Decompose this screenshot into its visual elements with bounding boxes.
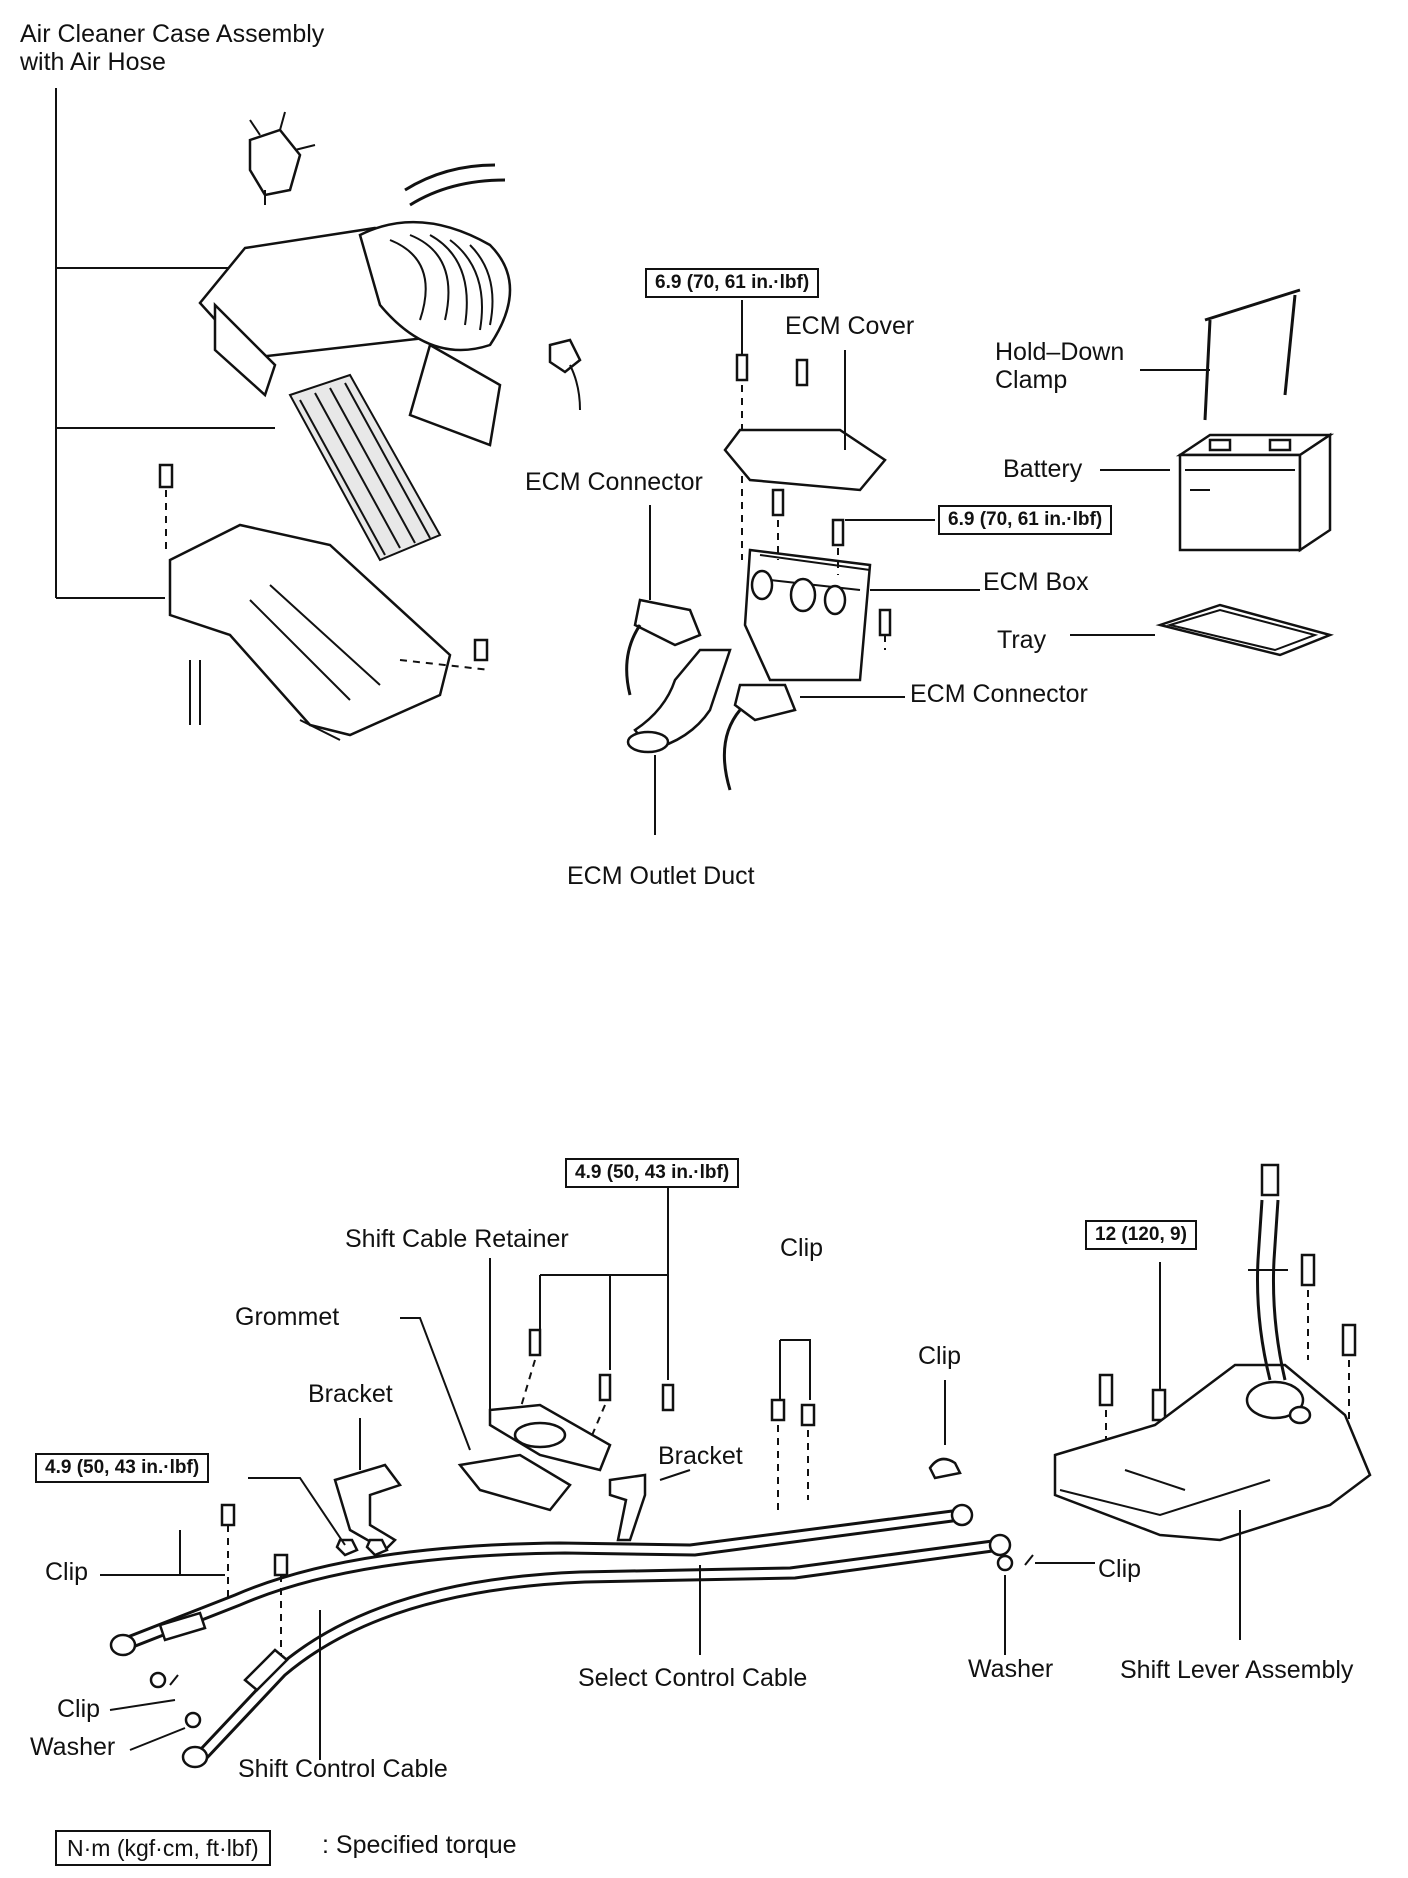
ecm-box-torque-spec: 6.9 (70, 61 in.·lbf) (938, 505, 1113, 535)
retainer-torque-spec: 4.9 (50, 43 in.·lbf) (565, 1158, 740, 1188)
clip-left-label: Clip (45, 1558, 89, 1586)
ecm-drawing (625, 300, 980, 835)
select-control-cable-label: Select Control Cable (578, 1664, 808, 1692)
air-cleaner-drawing (55, 88, 582, 741)
washer-right-label: Washer (968, 1655, 1054, 1683)
bracket-right-label: Bracket (658, 1442, 743, 1470)
ecm-cover-torque-spec: 6.9 (70, 61 in.·lbf) (645, 268, 820, 298)
clip-bottom-left-label: Clip (57, 1695, 101, 1723)
ecm-connector-left-label: ECM Connector (525, 468, 703, 496)
bracket-torque-spec: 4.9 (50, 43 in.·lbf) (35, 1453, 210, 1483)
grommet-label: Grommet (235, 1303, 340, 1331)
shift-lever-torque-spec: 12 (120, 9) (1085, 1220, 1197, 1250)
clip-right-upper-label: Clip (918, 1342, 962, 1370)
tray-label: Tray (997, 626, 1047, 654)
battery-drawing (1070, 288, 1335, 657)
ecm-connector-right-label: ECM Connector (910, 680, 1088, 708)
clip-right-label: Clip (1098, 1555, 1142, 1583)
ecm-cover-label: ECM Cover (785, 312, 915, 340)
shift-assembly-drawing (100, 1163, 1372, 1769)
ecm-box-label: ECM Box (983, 568, 1089, 596)
shift-control-cable-label: Shift Control Cable (238, 1755, 448, 1783)
bracket-left-label: Bracket (308, 1380, 393, 1408)
washer-left-label: Washer (30, 1733, 116, 1761)
ecm-outlet-duct-label: ECM Outlet Duct (567, 862, 755, 890)
torque-legend-meaning: : Specified torque (322, 1831, 517, 1859)
shift-cable-retainer-label: Shift Cable Retainer (345, 1225, 569, 1253)
clip-top-label: Clip (780, 1234, 824, 1262)
battery-label: Battery (1003, 455, 1083, 483)
torque-unit-legend-box: N·m (kgf·cm, ft·lbf) (55, 1830, 271, 1866)
shift-lever-assembly-label: Shift Lever Assembly (1120, 1656, 1354, 1684)
